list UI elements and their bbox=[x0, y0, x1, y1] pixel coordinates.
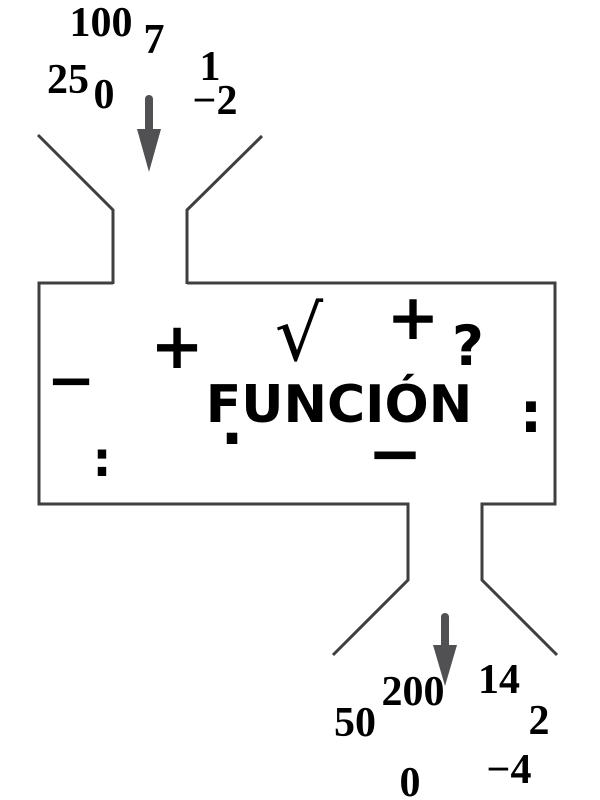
machine-label: FUNCIÓN bbox=[206, 373, 473, 435]
output-value-2: 50 bbox=[334, 700, 376, 746]
input-funnel-right-line bbox=[185, 134, 264, 284]
operator-minus-bottom: − bbox=[367, 415, 422, 492]
operator-question-mark: ? bbox=[452, 314, 484, 378]
input-value-3: 0 bbox=[94, 72, 115, 118]
operator-plus-left: + bbox=[150, 310, 204, 384]
operator-colon-right: : bbox=[520, 381, 542, 446]
output-value-4: 0 bbox=[400, 760, 421, 800]
input-arrow-icon bbox=[137, 95, 161, 172]
operator-colon-left: : bbox=[92, 432, 111, 488]
machine-box-left-outline bbox=[37, 281, 410, 657]
machine-outline bbox=[36, 133, 559, 657]
input-value-2: 25 bbox=[47, 57, 89, 103]
operator-plus-right: + bbox=[387, 281, 440, 354]
operator-sqrt: √ bbox=[275, 289, 324, 378]
output-value-5: −4 bbox=[487, 747, 532, 793]
input-value-4: 1 bbox=[200, 44, 221, 90]
input-funnel-left-line bbox=[36, 133, 115, 284]
input-value-1: 7 bbox=[144, 17, 165, 63]
input-value-0: 100 bbox=[70, 0, 133, 46]
output-value-0: 200 bbox=[382, 669, 445, 715]
operator-middle-dot: · bbox=[221, 404, 244, 474]
diagram-labels: 100 7 25 0 1 −2 − + √ + ? : · − : FUNCIÓ… bbox=[47, 0, 550, 800]
output-value-3: 2 bbox=[529, 698, 550, 744]
input-arrow-head bbox=[137, 129, 161, 172]
output-value-1: 14 bbox=[478, 657, 520, 703]
input-value-5: −2 bbox=[193, 78, 238, 124]
operator-minus-left: − bbox=[47, 346, 96, 414]
machine-box-right-outline bbox=[187, 281, 559, 657]
output-arrow-icon bbox=[433, 613, 457, 686]
output-arrow-head bbox=[433, 645, 457, 686]
